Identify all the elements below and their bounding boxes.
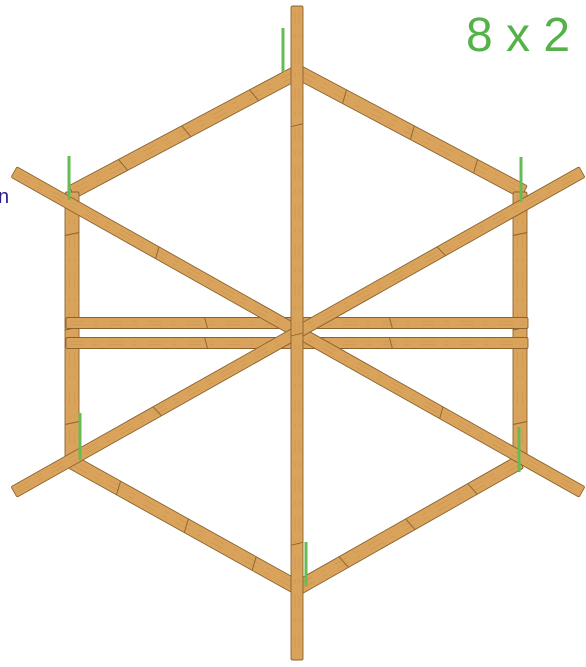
side-label: n bbox=[0, 186, 10, 208]
rim-beam-top-right bbox=[294, 65, 528, 199]
vertical-post bbox=[290, 5, 304, 661]
markers-layer bbox=[67, 28, 523, 586]
rim-beam-top-left bbox=[68, 65, 302, 199]
dimension-title: 8 x 2 bbox=[466, 9, 571, 62]
rim-beam-bottom-right bbox=[294, 456, 524, 594]
beams-layer bbox=[11, 5, 585, 661]
rim-beam-bottom-left bbox=[68, 455, 302, 595]
